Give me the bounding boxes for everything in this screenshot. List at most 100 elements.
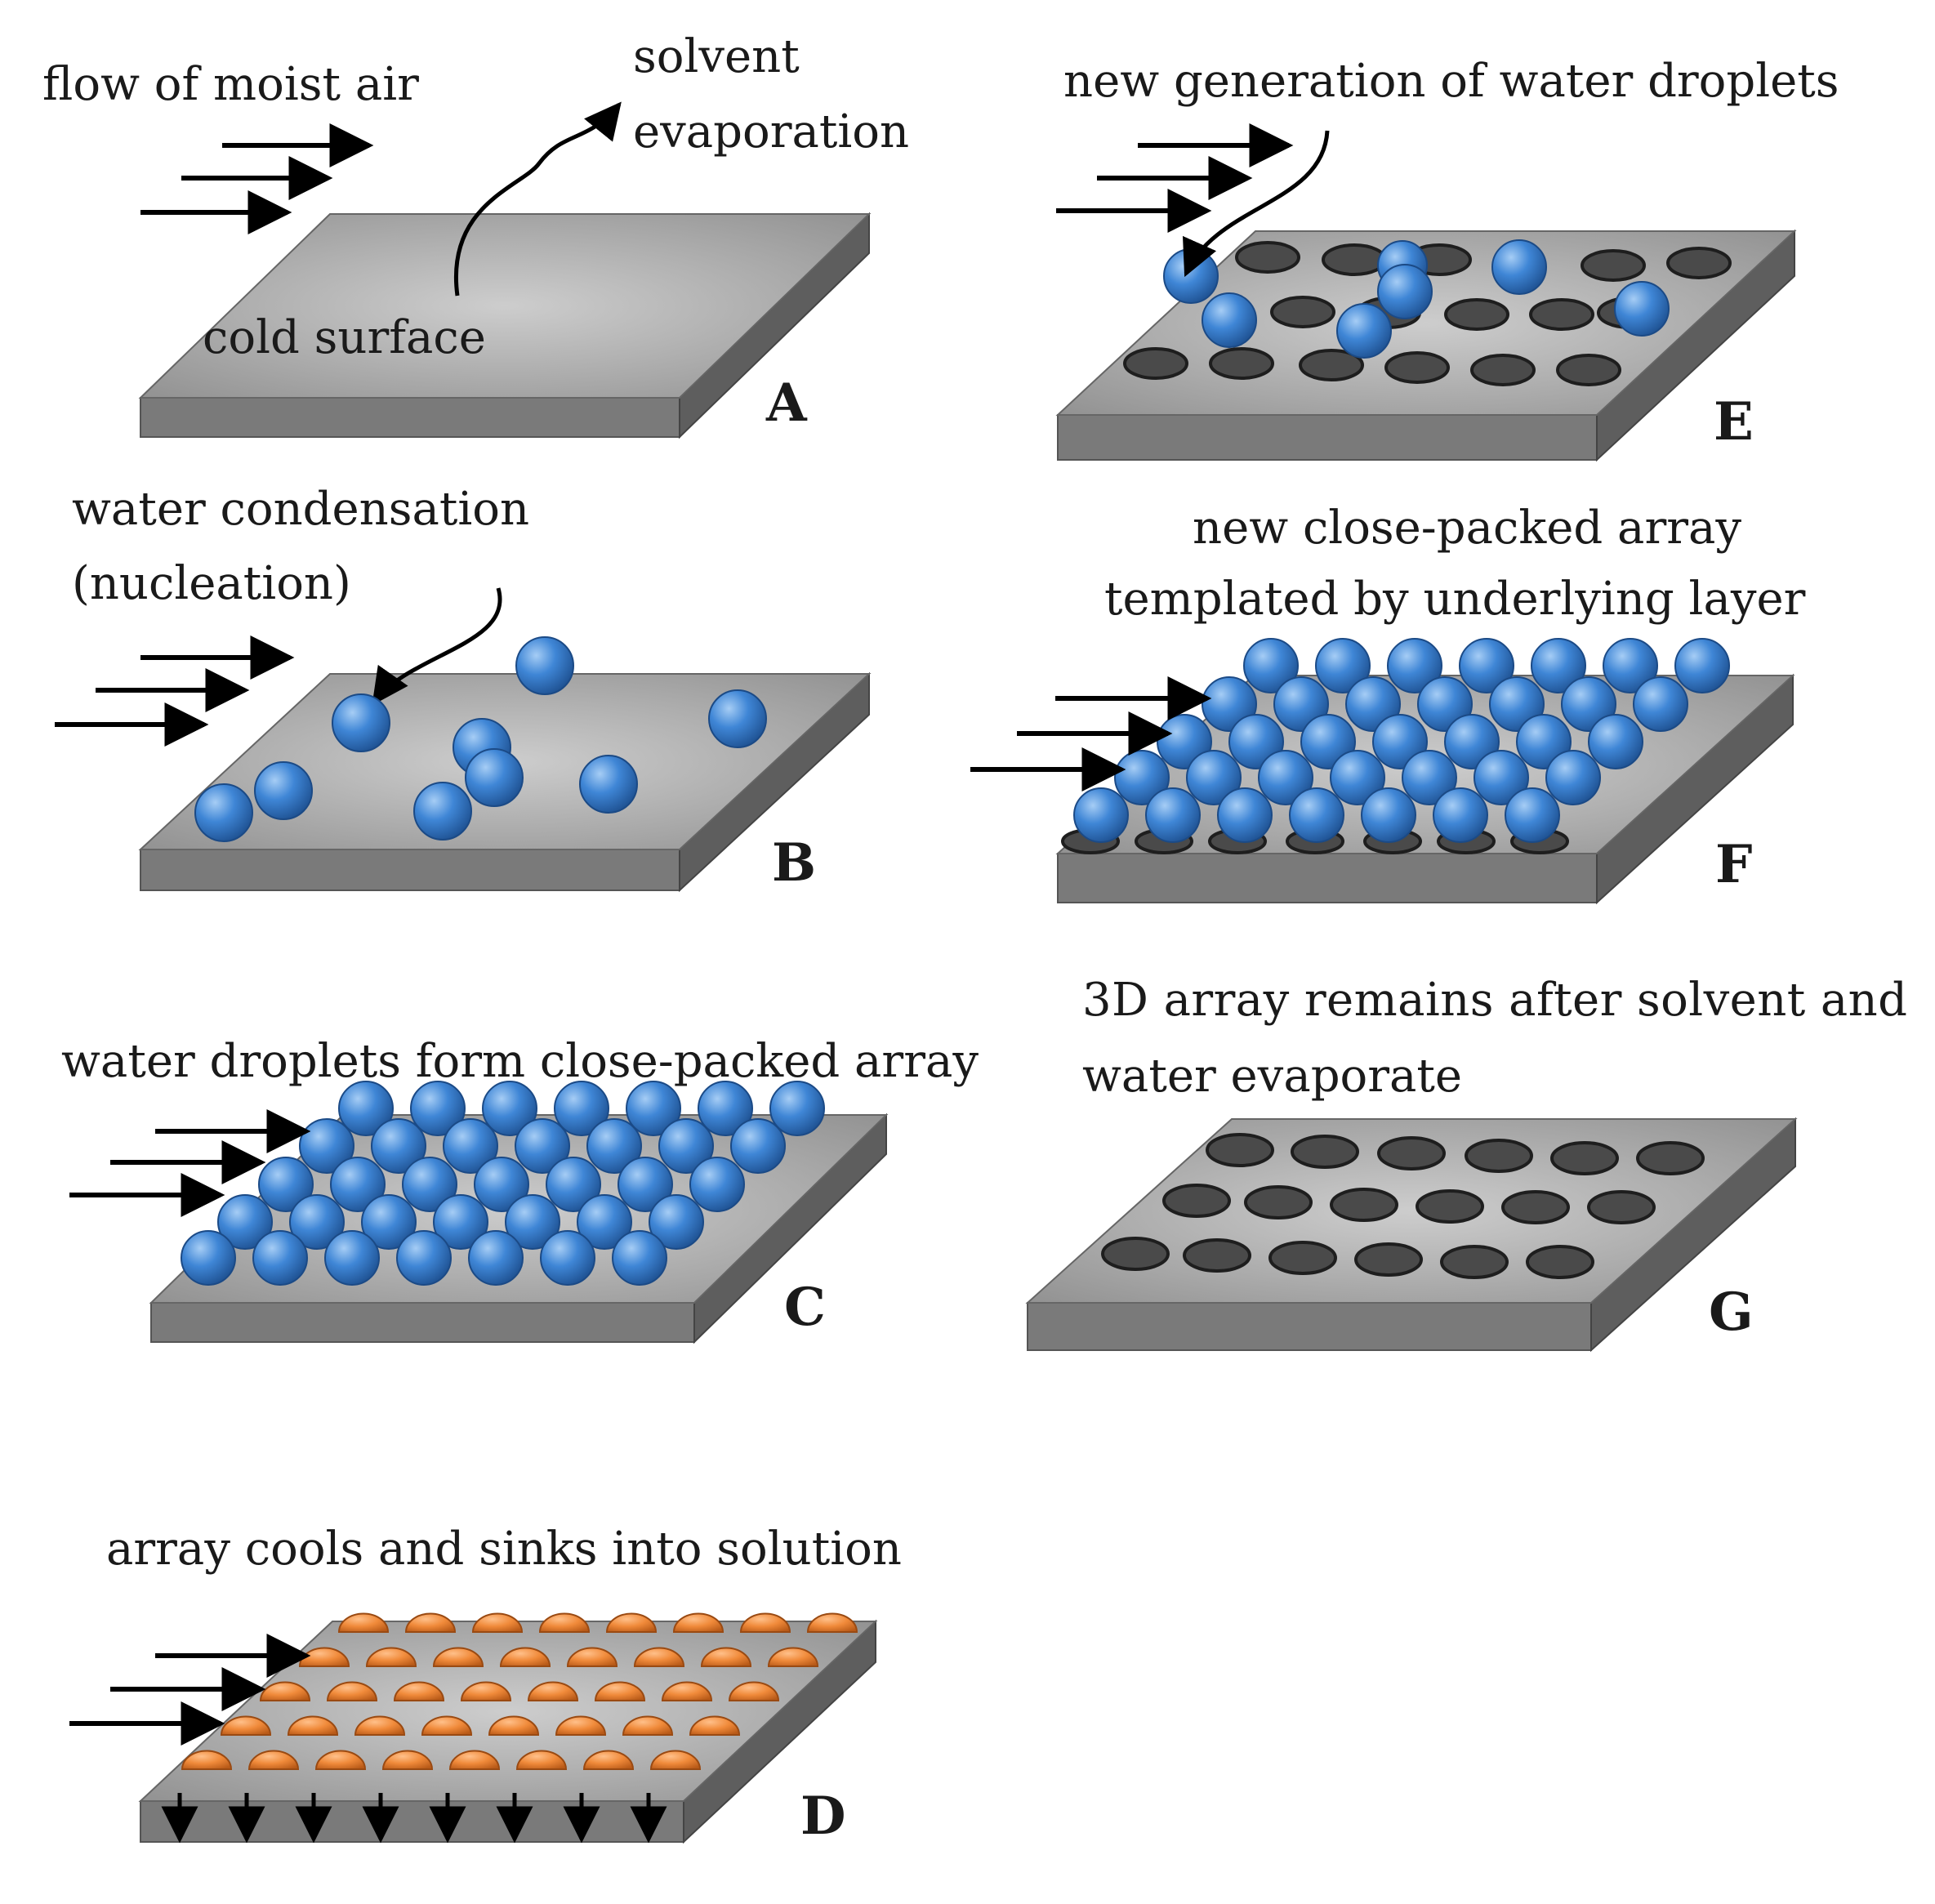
water-droplet: [1633, 676, 1688, 732]
pore: [1636, 1141, 1705, 1175]
water-droplet: [515, 1118, 570, 1174]
panel-b: water condensation (nucleation) B: [55, 483, 872, 894]
sinks-label: array cools and sinks into solution: [106, 1523, 902, 1576]
pore: [1330, 1188, 1398, 1222]
cold-surface-label: cold surface: [203, 311, 486, 364]
water-droplet: [217, 1194, 273, 1250]
water-droplet: [1258, 750, 1313, 805]
water-droplet: [730, 1118, 786, 1174]
cooled-droplet: [247, 1750, 300, 1770]
water-droplet: [1505, 787, 1560, 843]
panel-f: new close-packed array templated by unde…: [970, 502, 1806, 905]
water-droplet: [194, 783, 253, 842]
cooled-droplet: [393, 1681, 445, 1701]
water-droplet: [396, 1230, 452, 1286]
water-droplet: [1145, 787, 1201, 843]
cooled-droplet: [767, 1647, 819, 1667]
water-droplet: [413, 782, 472, 841]
pore: [1550, 1141, 1619, 1175]
panel-e: new generation of water droplets E: [1055, 55, 1839, 462]
water-droplet: [1531, 638, 1586, 693]
water-droplet: [371, 1118, 426, 1174]
water-droplet: [443, 1118, 498, 1174]
pore: [1244, 1185, 1313, 1220]
water-droplet: [769, 1081, 825, 1136]
close-packed-array-f: [1073, 638, 1730, 843]
cooled-droplet: [594, 1681, 646, 1701]
pore: [1529, 298, 1594, 331]
water-droplet: [1674, 638, 1730, 693]
water-droplet: [1202, 292, 1257, 348]
water-droplet: [1474, 750, 1529, 805]
water-droplet: [254, 761, 313, 820]
cooled-droplet: [404, 1612, 457, 1633]
nucleation-label: (nucleation): [72, 557, 351, 610]
cooled-droplet: [700, 1647, 752, 1667]
water-droplet: [1336, 303, 1392, 359]
cooled-droplet: [365, 1647, 417, 1667]
pore: [1209, 347, 1274, 380]
pore: [1291, 1135, 1359, 1169]
pore: [1299, 349, 1364, 381]
cooled-droplet: [326, 1681, 378, 1701]
water-droplet: [698, 1081, 753, 1136]
water-droplet: [1073, 787, 1129, 843]
water-droplet: [618, 1157, 673, 1212]
panel-letter-e: E: [1714, 391, 1754, 453]
water-droplet: [1163, 248, 1219, 304]
slab-top: [138, 1621, 878, 1802]
slab-front: [140, 397, 680, 438]
cooled-array-d: [181, 1612, 858, 1770]
panel-letter-d: D: [800, 1786, 846, 1847]
water-droplet: [338, 1081, 394, 1136]
cooled-droplet: [739, 1612, 791, 1633]
water-droplet: [332, 693, 390, 752]
slab-front: [1027, 1302, 1592, 1351]
water-droplet: [474, 1157, 529, 1212]
water-droplet: [410, 1081, 466, 1136]
water-droplet: [554, 1081, 609, 1136]
water-droplet: [1315, 638, 1371, 693]
cooled-droplet: [582, 1750, 635, 1770]
water-droplet: [1289, 787, 1344, 843]
water-droplet: [689, 1157, 745, 1212]
panel-a: flow of moist air solvent evaporation co…: [42, 30, 909, 439]
water-droplet: [649, 1194, 704, 1250]
water-droplet: [579, 755, 638, 814]
water-droplet: [465, 748, 524, 807]
cooled-droplet: [633, 1647, 685, 1667]
water-droplet: [482, 1081, 537, 1136]
pore: [1270, 296, 1335, 328]
cooled-droplet: [649, 1750, 702, 1770]
water-droplet: [468, 1230, 524, 1286]
water-droplet: [1243, 638, 1299, 693]
pore: [1581, 249, 1646, 282]
slab-front: [150, 1302, 695, 1343]
templated-label: templated by underlying layer: [1104, 573, 1806, 626]
pore: [1444, 298, 1509, 331]
pore: [1377, 1136, 1446, 1170]
panel-letter-b: B: [772, 832, 816, 894]
panel-d: array cools and sinks into solution D: [69, 1523, 902, 1847]
panel-letter-c: C: [784, 1277, 826, 1338]
water-droplet: [361, 1194, 417, 1250]
water-droplet: [546, 1157, 601, 1212]
pore: [1123, 347, 1188, 380]
cooled-droplet: [728, 1681, 780, 1701]
slab-a: [138, 212, 872, 439]
new-generation-label: new generation of water droplets: [1063, 55, 1839, 108]
water-droplet: [1491, 239, 1547, 295]
water-droplet: [626, 1081, 681, 1136]
close-packed-array-c: [181, 1081, 825, 1286]
water-droplet: [1361, 787, 1416, 843]
water-droplet: [1186, 750, 1242, 805]
water-droplet: [1588, 714, 1643, 769]
water-droplet: [330, 1157, 386, 1212]
pore: [1354, 1242, 1423, 1277]
water-droplet: [258, 1157, 314, 1212]
water-droplet: [1377, 264, 1433, 319]
flow-label: flow of moist air: [42, 58, 419, 111]
panel-letter-f: F: [1715, 834, 1752, 895]
water-droplet: [658, 1118, 714, 1174]
